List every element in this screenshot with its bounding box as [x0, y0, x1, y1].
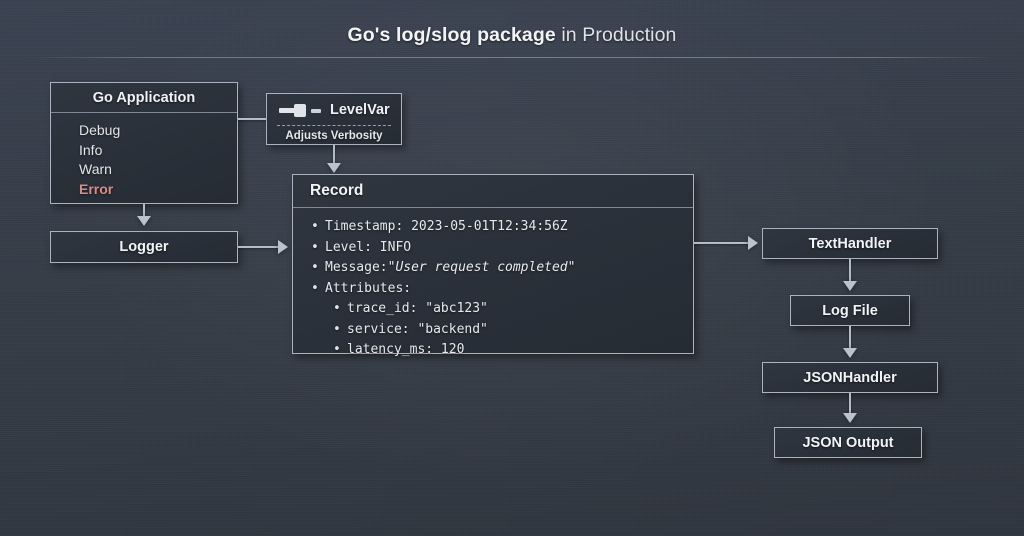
connector-texthandler-to-logfile: [849, 259, 851, 283]
level-item-error: Error: [79, 180, 114, 197]
connector-goapp-to-logger: [143, 204, 145, 220]
record-field-text: Level: INFO: [325, 239, 412, 255]
bullet-icon: •: [311, 280, 319, 296]
levelvar-subtitle: Adjusts Verbosity: [285, 130, 383, 142]
arrowhead-goapp-to-logger: [137, 216, 151, 226]
record-attribute-trace-id: • trace_id: "abc123": [311, 299, 693, 320]
connector-record-to-texthandler: [694, 242, 750, 244]
levelvar-label: LevelVar: [330, 102, 390, 118]
record-divider: [293, 207, 693, 208]
arrowhead-jsonhandler-to-jsonoutput: [843, 413, 857, 423]
arrowhead-logger-to-record: [278, 240, 288, 254]
record-attribute-service: • service: "backend": [311, 320, 693, 341]
title-divider: [38, 57, 986, 58]
logfile-label: Log File: [822, 302, 878, 319]
record-box: Record • Timestamp: 2023-05-01T12:34:56Z…: [292, 174, 694, 357]
go-application-box: Go Application Debug Info Warn Error: [50, 82, 238, 204]
texthandler-box: TextHandler: [762, 228, 938, 259]
arrowhead-levelvar-to-record: [327, 163, 341, 173]
record-field-text: Attributes:: [325, 280, 412, 296]
record-field-text: Message:: [325, 260, 388, 275]
record-field-text: latency_ms: 120: [347, 342, 465, 357]
record-heading: Record: [310, 182, 364, 199]
connector-logfile-to-jsonhandler: [849, 326, 851, 350]
bullet-icon: •: [333, 301, 341, 316]
bullet-icon: •: [311, 260, 319, 275]
page-title-strong: Go's log/slog package: [347, 24, 556, 46]
texthandler-label: TextHandler: [808, 235, 892, 252]
logfile-box: Log File: [790, 295, 910, 326]
record-field-text: Timestamp: 2023-05-01T12:34:56Z: [325, 219, 568, 234]
record-field-message-value: "User request completed": [387, 260, 576, 275]
levelvar-divider: [277, 125, 391, 126]
record-field-level: • Level: INFO: [311, 238, 693, 259]
levelvar-box: LevelVar Adjusts Verbosity: [266, 93, 402, 145]
jsonoutput-label: JSON Output: [802, 434, 894, 451]
page-title-light: in Production: [555, 24, 677, 46]
connector-goapp-to-levelvar: [238, 118, 266, 120]
page-title: Go's log/slog package in Production: [0, 24, 1024, 47]
record-field-text: service: "backend": [347, 321, 488, 337]
record-field-text: trace_id: "abc123": [347, 301, 488, 316]
record-attribute-latency-ms: • latency_ms: 120: [311, 340, 693, 361]
arrowhead-record-to-texthandler: [748, 236, 758, 250]
level-item-info: Info: [79, 141, 103, 158]
bullet-icon: •: [311, 219, 319, 234]
jsonoutput-box: JSON Output: [774, 427, 922, 458]
record-field-attributes: • Attributes:: [311, 279, 693, 300]
levelvar-row: LevelVar: [267, 94, 401, 121]
bullet-icon: •: [311, 239, 319, 255]
record-field-message: • Message: "User request completed": [311, 258, 693, 279]
go-application-level-list: Debug Info Warn Error: [51, 113, 237, 199]
arrowhead-logfile-to-jsonhandler: [843, 348, 857, 358]
bullet-icon: •: [333, 321, 341, 337]
arrowhead-texthandler-to-logfile: [843, 281, 857, 291]
logger-box: Logger: [50, 231, 238, 263]
jsonhandler-label: JSONHandler: [803, 369, 897, 386]
slider-icon: [279, 103, 321, 117]
bullet-icon: •: [333, 342, 341, 357]
level-item-debug: Debug: [79, 122, 121, 138]
connector-logger-to-record: [238, 246, 280, 248]
level-item-warn: Warn: [79, 161, 112, 177]
go-application-divider: [51, 112, 237, 113]
connector-levelvar-to-record: [333, 145, 335, 165]
logger-label: Logger: [119, 239, 169, 255]
connector-jsonhandler-to-jsonoutput: [849, 393, 851, 415]
jsonhandler-box: JSONHandler: [762, 362, 938, 393]
go-application-heading: Go Application: [92, 89, 196, 106]
record-field-list: • Timestamp: 2023-05-01T12:34:56Z • Leve…: [293, 208, 693, 361]
record-field-timestamp: • Timestamp: 2023-05-01T12:34:56Z: [311, 217, 693, 238]
